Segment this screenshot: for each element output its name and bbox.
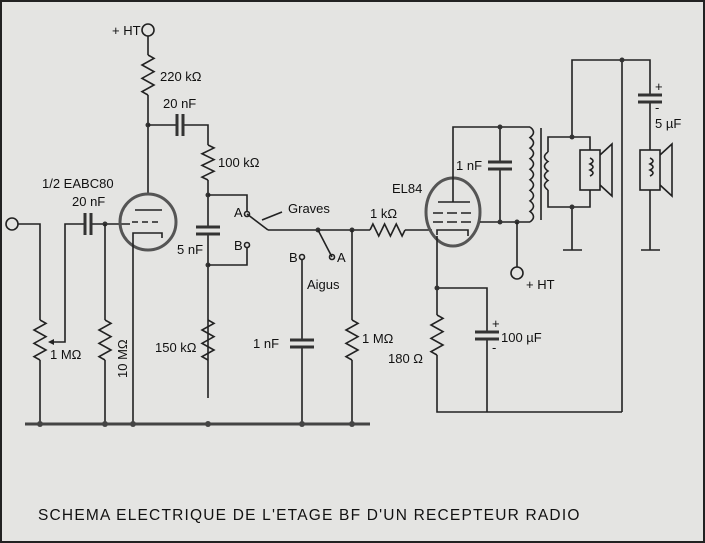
switch1-b-wire [208, 247, 248, 266]
junction [497, 124, 503, 130]
label-r1k: 1 kΩ [370, 206, 397, 221]
label-graves: Graves [288, 201, 330, 216]
label-c1nf-plate: 1 nF [456, 158, 482, 173]
tube-eabc80-electrodes [132, 209, 163, 238]
label-c5uf-minus: - [655, 100, 659, 115]
cathode-wire-2 [436, 236, 622, 413]
tube-eabc80 [118, 192, 178, 252]
label-tube1: 1/2 EABC80 [42, 176, 114, 191]
switch2-contact-a [328, 253, 336, 261]
capacitor-20nf-input [83, 213, 93, 235]
speaker-1-icon [579, 142, 613, 198]
junction [619, 57, 625, 63]
label-r180: 180 Ω [388, 351, 423, 366]
label-switch2-a: A [337, 250, 346, 265]
junction [497, 219, 503, 225]
resistor-1k [369, 222, 406, 238]
input-wire [18, 223, 41, 424]
output-wiring [547, 59, 651, 412]
label-c5uf-plus: + [655, 79, 663, 94]
input-terminal [5, 217, 19, 231]
diagram-caption: SCHEMA ELECTRIQUE DE L'ETAGE BF D'UN REC… [38, 507, 581, 524]
resistor-100k [200, 144, 216, 181]
ground-junctions [37, 421, 355, 427]
label-r220k: 220 kΩ [160, 69, 202, 84]
label-c5nf: 5 nF [177, 242, 203, 257]
label-c20nf-coupling: 20 nF [163, 96, 196, 111]
label-pot1m: 1 MΩ [50, 347, 82, 362]
resistor-10m [97, 319, 113, 361]
switch2-contact-b [298, 253, 306, 261]
graves-pointer [261, 211, 283, 221]
ht-terminal-out [510, 266, 524, 280]
resistor-220k [140, 54, 156, 96]
junction [569, 134, 575, 140]
label-ht-top: + HT [112, 23, 141, 38]
junction [569, 204, 575, 210]
resistor-150k [200, 319, 216, 361]
label-switch1-a: A [234, 205, 243, 220]
label-switch2-b: B [289, 250, 298, 265]
transformer-primary [528, 126, 535, 223]
plate-wire [452, 126, 530, 223]
ht-terminal-top [141, 23, 155, 37]
label-r1m-grid: 1 MΩ [362, 331, 394, 346]
transformer-secondary [543, 151, 550, 191]
label-r150k: 150 kΩ [155, 340, 197, 355]
switch1-contact-b [243, 241, 251, 249]
switch1-contact-a [243, 210, 251, 218]
junction [434, 285, 440, 291]
capacitor-100uf [475, 330, 499, 341]
capacitor-5uf [638, 93, 662, 104]
label-c100uf: 100 µF [501, 330, 542, 345]
wiper-arrow-icon [48, 339, 54, 345]
switch1-lever[interactable] [246, 213, 269, 231]
label-c20nf-input: 20 nF [72, 194, 105, 209]
resistor-180 [429, 314, 445, 356]
label-c100uf-plus: + [492, 316, 500, 331]
potentiometer-1m [32, 319, 48, 361]
pot-wiper-wire[interactable] [50, 223, 130, 343]
label-tube2: EL84 [392, 181, 422, 196]
label-c100uf-minus: - [492, 340, 496, 355]
label-aigus: Aigus [307, 277, 340, 292]
tube-el84-electrodes [433, 201, 471, 236]
label-switch1-b: B [234, 238, 243, 253]
switch2-lever[interactable] [317, 229, 333, 258]
label-c5uf: 5 µF [655, 116, 681, 131]
label-c1nf-aigus: 1 nF [253, 336, 279, 351]
capacitor-1nf-plate [488, 160, 512, 171]
capacitor-1nf-aigus [290, 338, 314, 349]
coupling-wire [148, 124, 209, 398]
resistor-1m-grid [344, 319, 360, 361]
label-r100k: 100 kΩ [218, 155, 260, 170]
switch1-a-wire [208, 194, 248, 212]
label-r10m: 10 MΩ [115, 339, 130, 378]
capacitor-5nf [196, 225, 220, 236]
label-ht-out: + HT [526, 277, 555, 292]
capacitor-20nf-coupling [175, 114, 185, 136]
speaker-2-icon [639, 142, 673, 198]
